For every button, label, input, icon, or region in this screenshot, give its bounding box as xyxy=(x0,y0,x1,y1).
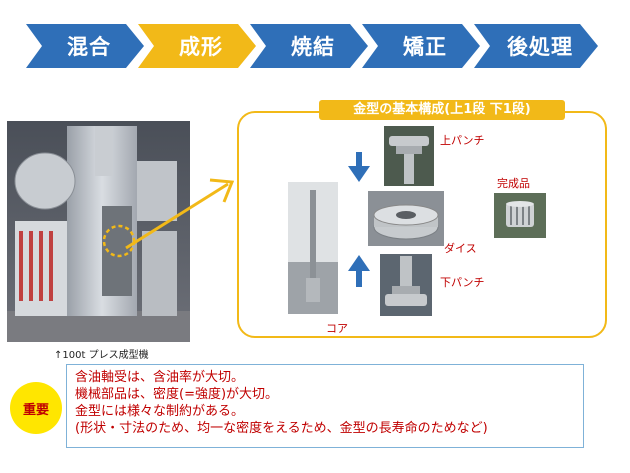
core-label: コア xyxy=(326,322,348,335)
press-caption: ↑100t プレス成型機 xyxy=(54,350,149,361)
chevron-shape xyxy=(26,24,144,68)
chevron-shape xyxy=(474,24,598,68)
arrow-down-icon xyxy=(348,152,370,182)
important-notes-box: 含油軸受は、含油率が大切。 機械部品は、密度(=強度)が大切。 金型には様々な制… xyxy=(66,364,584,448)
die-label: ダイス xyxy=(444,242,477,255)
lower-punch-photo xyxy=(380,254,432,316)
note-line: (形状・寸法のため、均一な密度をえるため、金型の長寿命のためなど) xyxy=(75,421,488,436)
arrow-up-icon xyxy=(348,255,370,287)
note-line: 金型には様々な制約がある。 xyxy=(75,404,245,419)
process-step-label: 焼結 xyxy=(291,35,335,59)
finished-product-photo xyxy=(494,193,546,238)
connector-arrow xyxy=(125,178,235,250)
process-step-label: 矯正 xyxy=(403,35,447,59)
upper-punch-label: 上パンチ xyxy=(440,134,485,147)
upper-punch-photo xyxy=(384,126,434,186)
process-step-label: 後処理 xyxy=(507,35,573,59)
die-photo xyxy=(368,191,444,246)
important-badge-label: 重要 xyxy=(22,402,49,418)
process-step-sizing: 矯正 xyxy=(362,24,480,68)
press-machine-photo xyxy=(7,121,190,342)
note-line: 機械部品は、密度(=強度)が大切。 xyxy=(75,387,279,402)
lower-punch-label: 下パンチ xyxy=(440,276,485,289)
process-step-label: 成形 xyxy=(179,35,223,59)
chevron-shape xyxy=(362,24,480,68)
chevron-shape xyxy=(250,24,368,68)
process-step-post-processing: 後処理 xyxy=(474,24,598,68)
chevron-shape xyxy=(138,24,256,68)
process-step-mixing: 混合 xyxy=(26,24,144,68)
process-step-label: 混合 xyxy=(67,35,111,59)
mold-title: 金型の基本構成(上1段 下1段) xyxy=(319,100,565,120)
important-badge: 重要 xyxy=(10,382,62,434)
process-step-sintering: 焼結 xyxy=(250,24,368,68)
core-photo xyxy=(288,182,338,314)
process-step-forming: 成形 xyxy=(138,24,256,68)
note-line: 含油軸受は、含油率が大切。 xyxy=(75,370,245,385)
finished-product-label: 完成品 xyxy=(497,177,530,190)
